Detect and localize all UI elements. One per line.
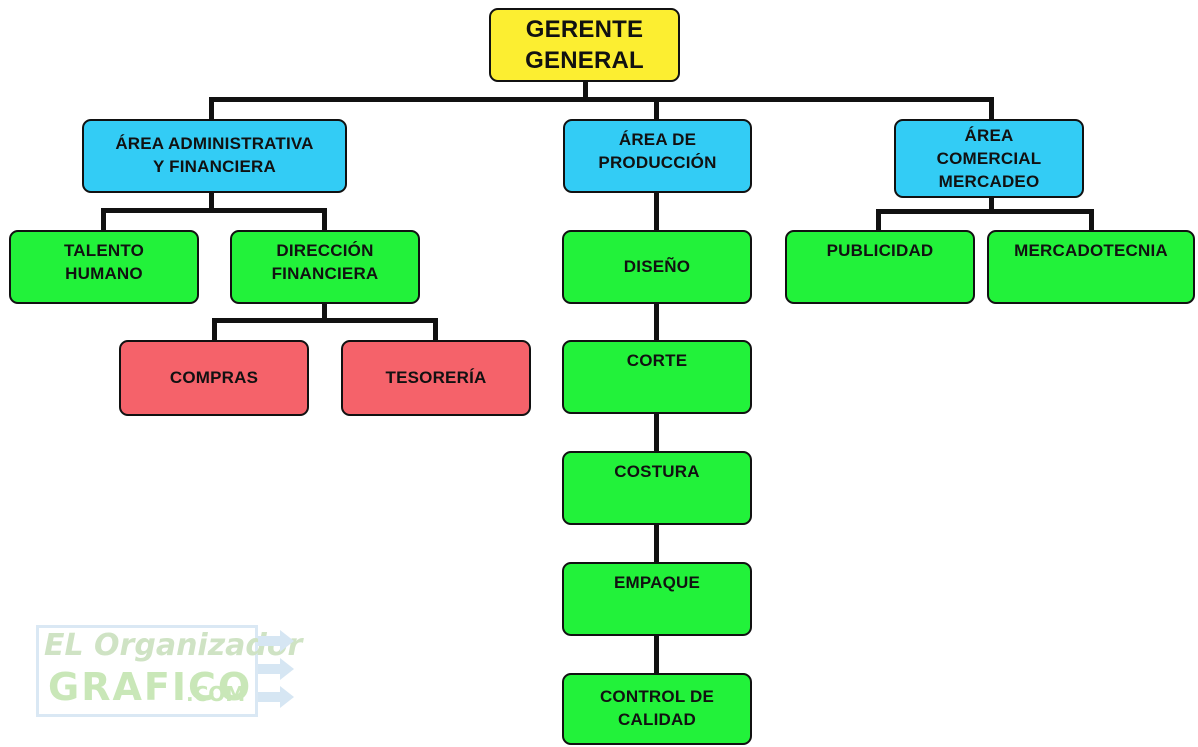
gerente-general-box: GERENTE GENERAL (489, 8, 680, 82)
mercadotecnia-box: MERCADOTECNIA (987, 230, 1195, 304)
connector (101, 208, 327, 213)
connector (209, 97, 214, 121)
connector (322, 208, 327, 232)
connector (101, 208, 106, 232)
area-administrativa-box: ÁREA ADMINISTRATIVA Y FINANCIERA (82, 119, 347, 193)
connector (583, 80, 588, 102)
connector (654, 97, 659, 121)
connector (212, 318, 217, 342)
empaque-box: EMPAQUE (562, 562, 752, 636)
connector (433, 318, 438, 342)
tesoreria-box: TESORERÍA (341, 340, 531, 416)
connector (1089, 209, 1094, 233)
publicidad-box: PUBLICIDAD (785, 230, 975, 304)
connector (209, 191, 214, 211)
watermark-line3: .COM (186, 682, 246, 706)
area-comercial-box: ÁREA COMERCIAL MERCADEO (894, 119, 1084, 198)
direccion-financiera-box: DIRECCIÓN FINANCIERA (230, 230, 420, 304)
watermark-frame (36, 625, 258, 717)
connector (654, 191, 659, 701)
watermark-line2: GRAFICO (48, 665, 253, 709)
connector (876, 209, 881, 233)
connector (322, 302, 327, 322)
corte-box: CORTE (562, 340, 752, 414)
connector (989, 97, 994, 121)
watermark-arrows-icon (258, 630, 294, 708)
control-calidad-box: CONTROL DE CALIDAD (562, 673, 752, 745)
talento-humano-box: TALENTO HUMANO (9, 230, 199, 304)
area-produccion-box: ÁREA DE PRODUCCIÓN (563, 119, 752, 193)
costura-box: COSTURA (562, 451, 752, 525)
connector (989, 196, 994, 212)
connector (212, 318, 438, 323)
diseno-box: DISEÑO (562, 230, 752, 304)
compras-box: COMPRAS (119, 340, 309, 416)
connector (876, 209, 1094, 214)
connector (209, 97, 994, 102)
